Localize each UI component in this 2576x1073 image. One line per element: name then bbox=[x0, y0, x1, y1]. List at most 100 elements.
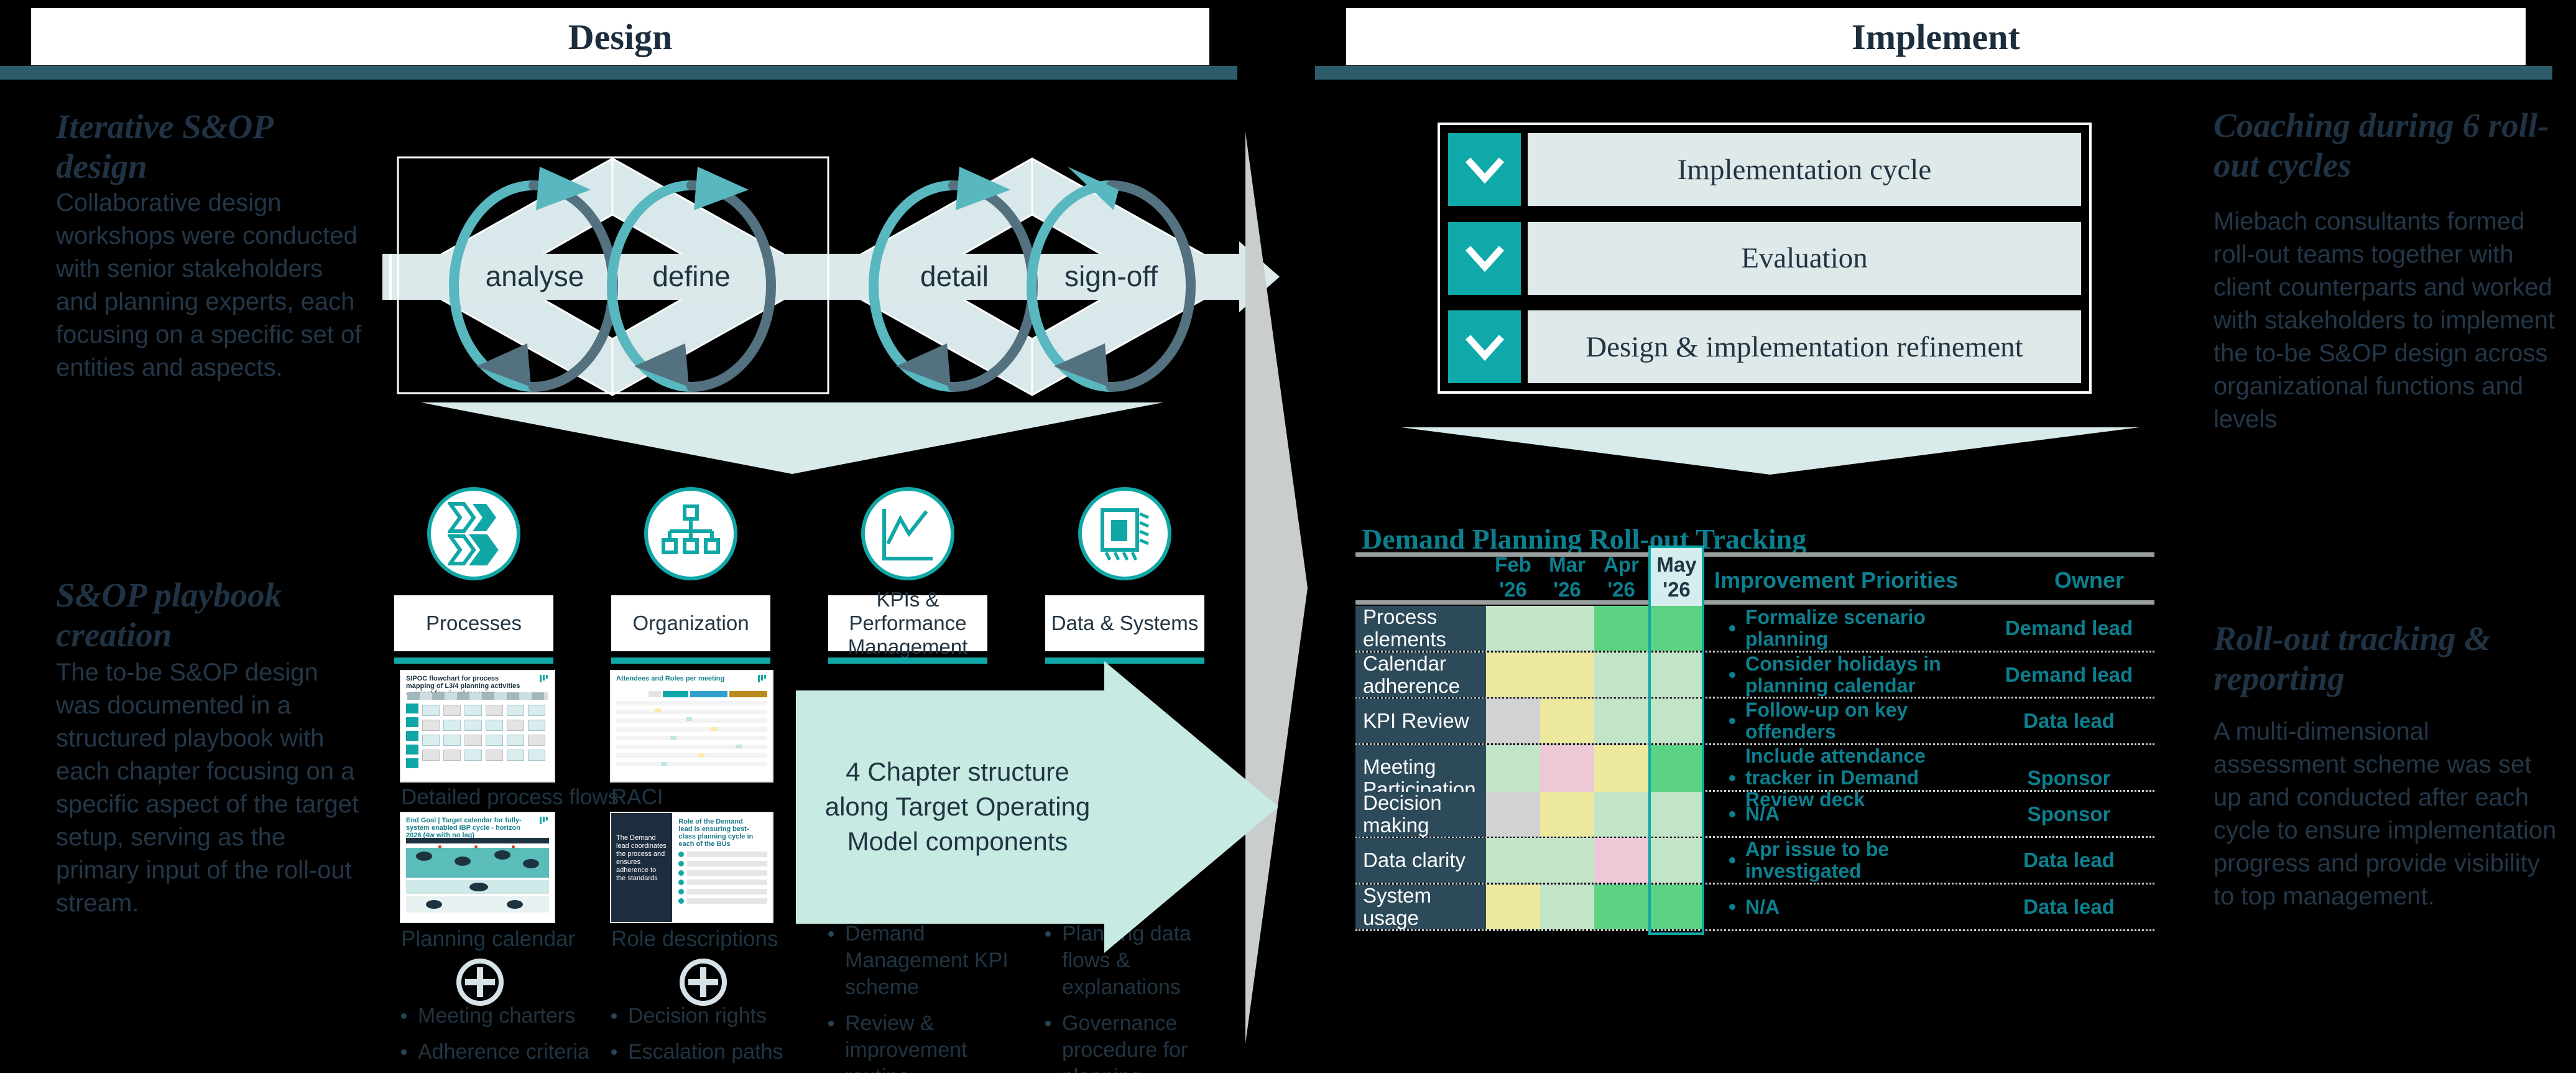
column-gap bbox=[1704, 838, 1718, 883]
design-header-underline bbox=[0, 66, 1237, 80]
miebach-logo-icon bbox=[540, 675, 550, 682]
thumbnail-title: Attendees and Roles per meeting bbox=[616, 675, 725, 682]
tom-label-organization: Organization bbox=[611, 595, 770, 651]
tom-label-data-systems: Data & Systems bbox=[1045, 595, 1204, 651]
bullet-icon bbox=[611, 1049, 617, 1055]
status-cell-may bbox=[1648, 699, 1704, 744]
row-label: KPI Review bbox=[1355, 699, 1486, 744]
design-header-title: Design bbox=[568, 16, 673, 57]
tracking-table-rows: Process elements Formalize scenario plan… bbox=[1355, 606, 2154, 931]
thumbnail-title: End Goal | Target calendar for fully-sys… bbox=[406, 817, 522, 839]
status-cell-mar bbox=[1540, 606, 1594, 651]
bullet-icon bbox=[401, 1049, 407, 1055]
raci-cell bbox=[698, 753, 704, 757]
column-gap bbox=[1704, 653, 1718, 697]
caption-planning-calendar: Planning calendar bbox=[401, 927, 576, 951]
owner-cell: Demand lead bbox=[2005, 662, 2133, 686]
raci-rows bbox=[616, 701, 767, 769]
status-cell-apr bbox=[1594, 652, 1648, 697]
tom-label-processes: Processes bbox=[394, 595, 553, 651]
role-item bbox=[678, 852, 767, 857]
iterative-design-diagram: analyse define detail sign-off bbox=[382, 156, 1280, 396]
implement-step-row: Evaluation bbox=[1448, 221, 2081, 295]
caption-raci: RACI bbox=[611, 785, 663, 809]
raci-cell bbox=[711, 727, 717, 731]
month-header-may: May'26 bbox=[1656, 553, 1697, 601]
improvement-priority: Apr issue to be investigated bbox=[1718, 838, 1990, 883]
section-title-playbook: S&OP playbook creation bbox=[56, 576, 282, 654]
role-item bbox=[678, 861, 767, 866]
loop-arrowheads bbox=[476, 167, 1119, 387]
status-cell-apr bbox=[1594, 838, 1648, 883]
status-cell-mar bbox=[1540, 699, 1594, 744]
role-item bbox=[678, 880, 767, 885]
status-cell-may bbox=[1648, 606, 1704, 651]
role-item bbox=[678, 870, 767, 876]
status-cell-may bbox=[1648, 838, 1704, 883]
thumbnail-title: Role of the Demand lead is ensuring best… bbox=[678, 818, 754, 848]
status-cell-mar bbox=[1540, 791, 1594, 837]
calendar-milestone bbox=[455, 857, 471, 866]
process-band bbox=[382, 254, 1239, 300]
implement-step-label: Design & implementation refinement bbox=[1528, 310, 2081, 383]
bullet-icon bbox=[1729, 718, 1735, 725]
status-cell-may bbox=[1648, 791, 1704, 837]
status-cell-may bbox=[1648, 885, 1704, 930]
improvement-priority: Formalize scenario planning bbox=[1718, 606, 1990, 651]
status-cell-feb bbox=[1486, 699, 1540, 744]
role-detail-panel: Role of the Demand lead is ensuring best… bbox=[672, 813, 772, 922]
section-body-iterative-design: Collaborative design workshops were cond… bbox=[56, 189, 362, 381]
calendar-marker bbox=[474, 845, 478, 848]
raci-cell bbox=[670, 736, 676, 740]
owner-cell: Data lead bbox=[2023, 848, 2115, 872]
caption-role-descriptions: Role descriptions bbox=[611, 927, 778, 951]
owner-header: Owner bbox=[2054, 567, 2125, 593]
flowchart-lane-labels bbox=[406, 704, 418, 768]
section-body-coaching: Miebach consultants formed roll-out team… bbox=[2214, 208, 2555, 433]
tom-underline bbox=[1045, 657, 1204, 664]
column-gap bbox=[1704, 699, 1718, 743]
implement-step-label: Evaluation bbox=[1528, 221, 2081, 295]
row-label: Calendar adherence bbox=[1355, 652, 1486, 697]
calendar-header-band bbox=[406, 838, 549, 843]
owner-cell: Sponsor bbox=[2027, 766, 2111, 789]
bullet-icon bbox=[828, 931, 834, 937]
stage-label-signoff: sign-off bbox=[1064, 260, 1158, 292]
section-title-rollout-tracking: Roll-out tracking & reporting bbox=[2214, 620, 2491, 697]
tom-underline bbox=[394, 657, 553, 664]
implement-step-label: Implementation cycle bbox=[1528, 133, 2081, 206]
bullet-icon bbox=[1729, 671, 1735, 678]
column-gap bbox=[1704, 606, 1718, 651]
improvement-priority: Follow-up on key offenders bbox=[1718, 699, 1990, 743]
month-header-feb: Feb'26 bbox=[1495, 553, 1531, 601]
status-cell-apr bbox=[1594, 606, 1648, 651]
implement-step-row: Design & implementation refinement bbox=[1448, 310, 2081, 383]
chapter-structure-arrow bbox=[796, 661, 1278, 953]
flow-row bbox=[422, 720, 545, 731]
list-item: Decision rights bbox=[611, 1003, 816, 1029]
plus-icon bbox=[456, 959, 504, 1006]
section-title-coaching: Coaching during 6 roll-out cycles bbox=[2214, 106, 2549, 184]
implement-steps-block: Implementation cycle Evaluation Design &… bbox=[1438, 123, 2092, 394]
row-label: Data clarity bbox=[1355, 838, 1486, 883]
month-header-apr: Apr'26 bbox=[1604, 553, 1639, 601]
list-item: Governance procedure for planning parame… bbox=[1045, 1010, 1238, 1073]
calendar-marker bbox=[512, 845, 515, 848]
section-title-iterative-design: Iterative S&OP design bbox=[56, 108, 272, 185]
owner-cell: Demand lead bbox=[2005, 616, 2133, 639]
line-chart-icon bbox=[861, 487, 954, 580]
tom-underline bbox=[828, 657, 987, 664]
section-body-playbook: The to-be S&OP design was documented in … bbox=[56, 659, 359, 917]
miebach-logo-icon bbox=[540, 817, 550, 824]
flow-row bbox=[422, 750, 545, 761]
calendar-marker bbox=[438, 845, 441, 848]
status-cell-may bbox=[1648, 652, 1704, 697]
status-cell-feb bbox=[1486, 606, 1540, 651]
raci-cell bbox=[661, 762, 667, 766]
calendar-milestone bbox=[507, 900, 523, 909]
column-gap bbox=[1704, 885, 1718, 929]
list-item: Meeting charters bbox=[401, 1003, 606, 1029]
calendar-milestone bbox=[416, 852, 432, 861]
